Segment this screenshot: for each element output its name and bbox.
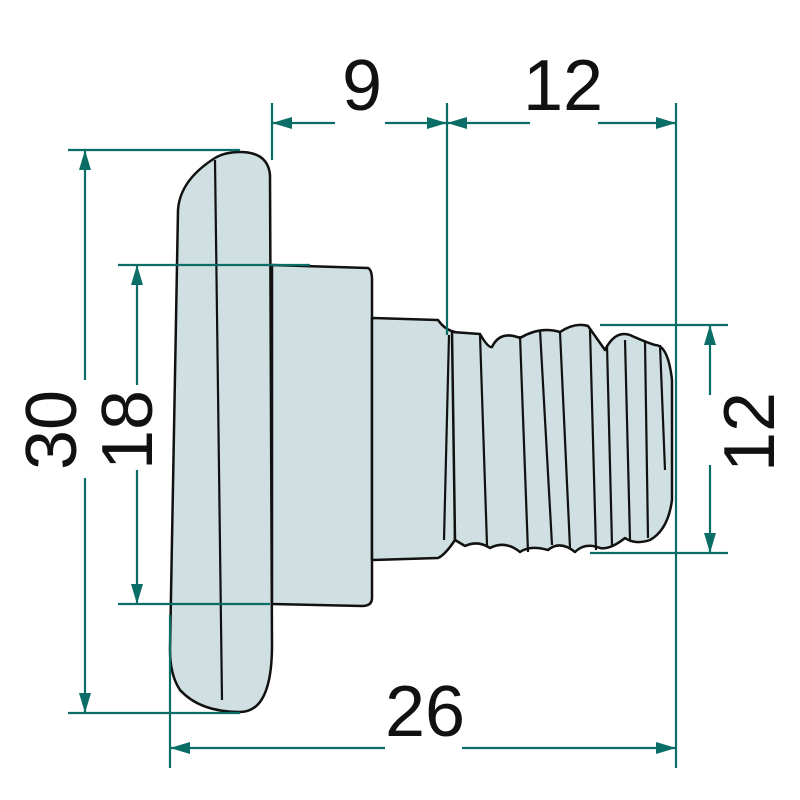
bolt-part <box>168 150 674 714</box>
dim-label-12-diameter: 12 <box>710 392 790 472</box>
thread-lines <box>442 329 667 553</box>
extension-lines <box>68 103 728 768</box>
head-edge-line <box>213 159 224 701</box>
dim-label-18: 18 <box>88 390 168 470</box>
bolt-neck <box>370 316 457 562</box>
dim-label-9: 9 <box>342 46 382 126</box>
bolt-head <box>168 150 274 714</box>
arrowheads <box>79 117 716 754</box>
dimension-lines <box>83 121 712 750</box>
dim-label-12-length: 12 <box>523 46 603 126</box>
dim-label-26: 26 <box>385 672 465 752</box>
dim-label-30: 30 <box>12 390 92 470</box>
bolt-collar <box>270 263 374 608</box>
